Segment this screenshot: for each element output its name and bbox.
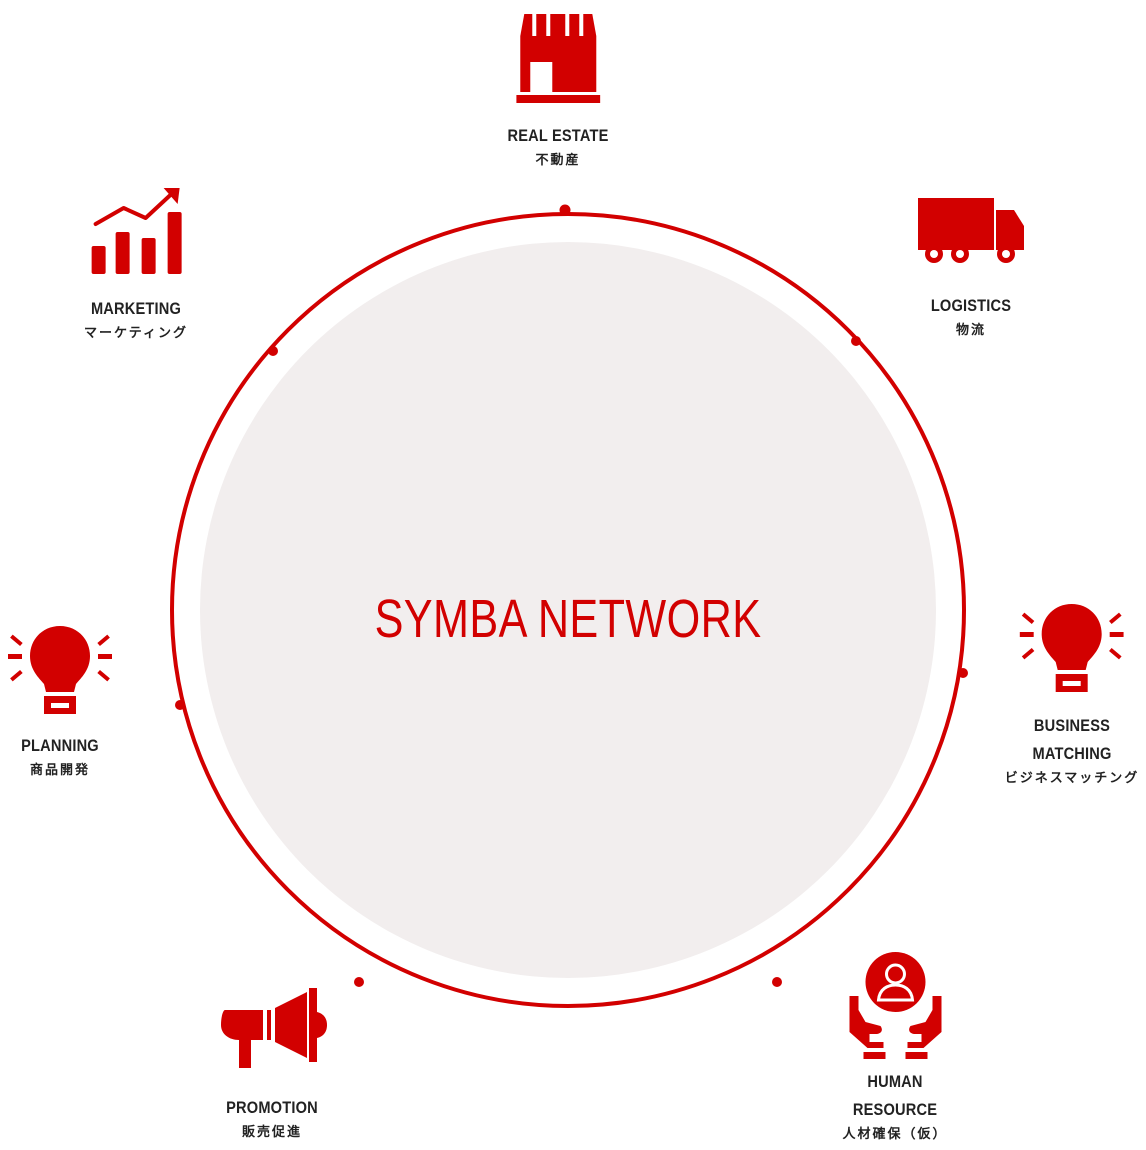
connector-dot-marketing	[268, 346, 278, 356]
node-label-en: BUSINESS	[1033, 716, 1111, 735]
node-logistics[interactable]: LOGISTICS 物流	[916, 194, 1026, 341]
node-promotion[interactable]: PROMOTION 販売促進	[217, 988, 327, 1143]
store-icon	[516, 14, 600, 103]
node-marketing[interactable]: MARKETING マーケティング	[84, 186, 189, 344]
node-label-en: PLANNING	[21, 736, 99, 755]
lightbulb-icon	[8, 626, 112, 714]
person-hands-icon	[848, 952, 941, 1059]
node-label-jp: マーケティング	[84, 326, 188, 341]
connector-dot-logistics	[851, 336, 861, 346]
node-label-en: HUMAN	[867, 1072, 923, 1091]
node-label-en: MATCHING	[1032, 744, 1112, 763]
node-label-jp: 物流	[955, 323, 986, 338]
node-label-en: RESOURCE	[852, 1100, 938, 1119]
node-label-en: PROMOTION	[226, 1098, 318, 1117]
node-label-jp: 商品開発	[29, 763, 90, 778]
lightbulb-icon	[1020, 604, 1124, 692]
connector-dot-human-resource	[772, 977, 782, 987]
connector-dot-promotion	[354, 977, 364, 987]
truck-icon	[918, 198, 1024, 263]
node-label-jp: ビジネスマッチング	[1004, 771, 1140, 786]
node-human-resource[interactable]: HUMAN RESOURCE 人材確保（仮）	[842, 950, 947, 1145]
node-label-jp: 不動産	[535, 153, 581, 168]
node-business-matching[interactable]: BUSINESS MATCHING ビジネスマッチング	[1005, 602, 1140, 789]
inner-circle	[200, 242, 936, 978]
connector-dot-business-matching	[958, 668, 968, 678]
node-label-jp: 人材確保（仮）	[842, 1127, 948, 1142]
connector-dot-planning	[175, 700, 185, 710]
connector-dot-real-estate	[559, 204, 571, 216]
center-title: SYMBA NETWORK	[374, 589, 762, 649]
growth-chart-icon	[92, 188, 182, 274]
node-planning[interactable]: PLANNING 商品開発	[8, 624, 112, 781]
node-label-en: MARKETING	[90, 299, 182, 318]
megaphone-icon	[221, 988, 327, 1068]
node-label-en: REAL ESTATE	[507, 126, 609, 145]
node-real-estate[interactable]: REAL ESTATE 不動産	[499, 12, 616, 171]
node-label-en: LOGISTICS	[930, 296, 1012, 315]
node-label-jp: 販売促進	[241, 1125, 302, 1140]
